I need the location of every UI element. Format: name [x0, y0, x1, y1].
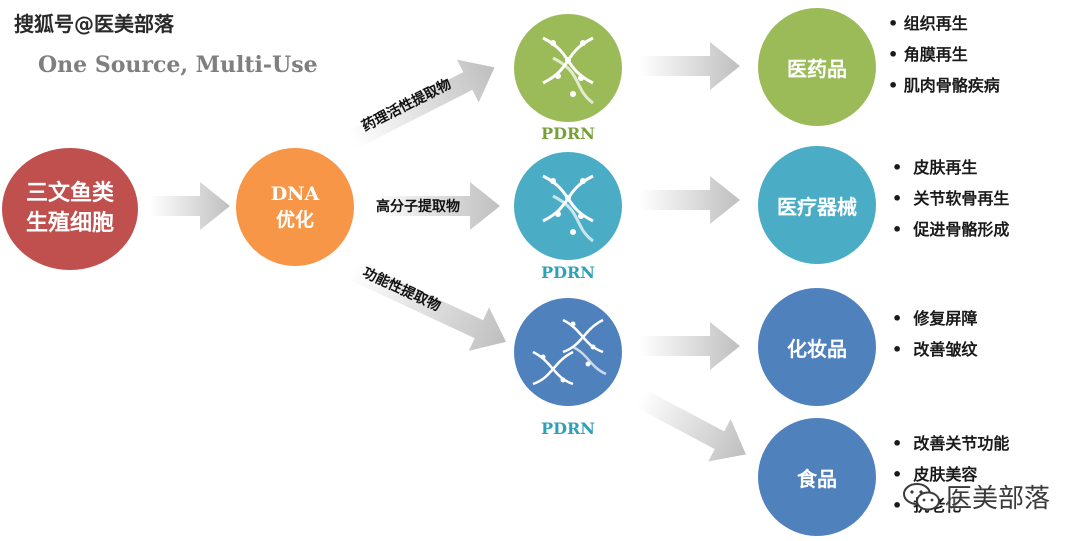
bullet-item: • 角膜再生 — [888, 45, 968, 64]
source-node: 三文鱼类 生殖细胞 — [2, 148, 138, 270]
pdrn-label-green: PDRN — [541, 124, 595, 143]
source-line2: 生殖细胞 — [25, 211, 114, 236]
dna-helix-icon — [542, 174, 594, 243]
arrow-blue-to-cosmetic — [640, 322, 740, 370]
bullets-food: • 改善关节功能 • 皮肤美容 • 抗老化 — [892, 428, 1009, 521]
bullets-pharma: • 组织再生 • 角膜再生 • 肌肉骨骼疾病 — [888, 8, 1000, 101]
arrow-teal-to-device — [640, 176, 740, 224]
pdrn-node-green — [514, 14, 622, 122]
bullet-item: • 皮肤再生 — [892, 158, 978, 177]
arrow-dna-to-teal — [372, 182, 500, 230]
bullet-item: • 关节软骨再生 — [892, 189, 1010, 208]
dna-helix-icon — [542, 36, 594, 105]
arrow-green-to-pharma — [640, 42, 740, 90]
bullet-item: • 组织再生 — [888, 14, 968, 33]
dna-helix-icon — [532, 318, 607, 386]
edge-label-polymer: 高分子提取物 — [376, 199, 460, 215]
app-node-pharma: 医药品 — [758, 8, 876, 126]
dna-optimization-node: DNA 优化 — [236, 148, 354, 266]
arrow-dna-to-blue — [347, 260, 507, 351]
pdrn-node-blue — [514, 298, 622, 406]
bullet-item: • 修复屏障 — [892, 309, 978, 328]
bullet-item: • 改善皱纹 — [892, 340, 978, 359]
bullets-cosmetic: • 修复屏障 • 改善皱纹 — [892, 303, 977, 365]
dna-opt-line1: DNA — [270, 183, 320, 205]
app-node-device: 医疗器械 — [758, 146, 876, 264]
watermark-top: 搜狐号@医美部落 — [14, 12, 174, 36]
app-node-food: 食品 — [758, 418, 876, 536]
watermark-bottom-right: 医美部落 — [902, 478, 1050, 515]
bullet-item: • 肌肉骨骼疾病 — [888, 76, 1000, 95]
pdrn-node-teal — [514, 152, 622, 260]
wechat-icon — [902, 482, 940, 510]
source-line1: 三文鱼类 — [25, 181, 114, 206]
bullet-item: • 皮肤美容 — [892, 465, 978, 484]
app-node-cosmetic: 化妆品 — [758, 288, 876, 406]
subtitle: One Source, Multi-Use — [38, 52, 318, 78]
bullet-item: • 改善关节功能 — [892, 434, 1010, 453]
arrow-source-to-dna — [150, 182, 230, 230]
bullet-item: • 促进骨骼形成 — [892, 220, 1010, 239]
arrow-dna-to-green — [347, 59, 495, 149]
watermark-br-text: 医美部落 — [945, 484, 1050, 514]
pdrn-label-teal: PDRN — [541, 263, 595, 282]
pdrn-label-blue: PDRN — [541, 419, 595, 438]
dna-opt-line2: 优化 — [275, 209, 314, 231]
arrow-blue-to-food — [635, 389, 746, 462]
bullets-device: • 皮肤再生 • 关节软骨再生 • 促进骨骼形成 — [892, 152, 1009, 245]
